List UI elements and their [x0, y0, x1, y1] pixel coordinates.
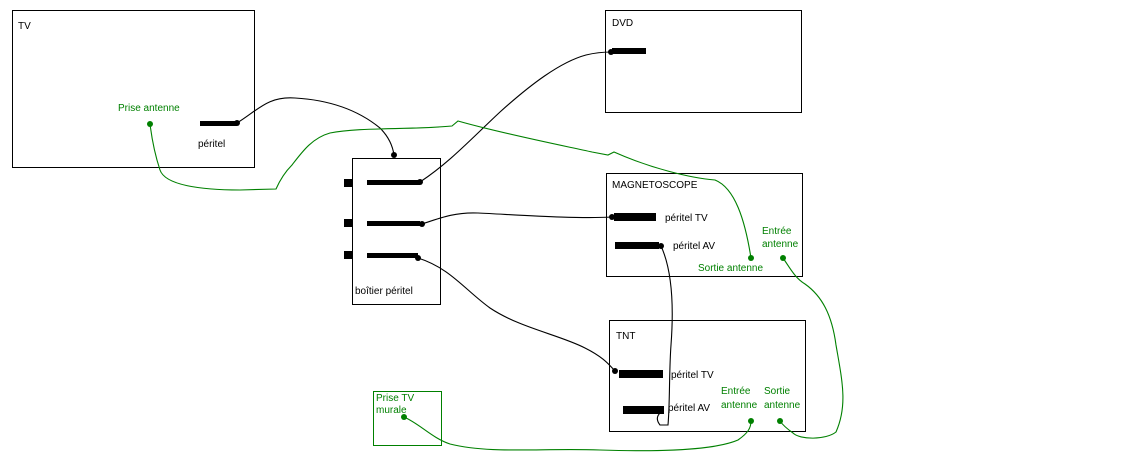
vcr-device: MAGNETOSCOPE péritel TV péritel AV Entré…	[606, 173, 803, 277]
tv-title: TV	[18, 21, 31, 32]
cable-vcr-av-end	[658, 243, 664, 249]
tnt-device: TNT péritel TV péritel AV Entrée antenne…	[609, 320, 806, 432]
scart-box-input-3[interactable]	[344, 251, 352, 259]
vcr-title: MAGNETOSCOPE	[612, 180, 698, 191]
scart-box-device: boîtier péritel	[344, 158, 441, 305]
vcr-antenna-out-label: Sortie antenne	[698, 263, 763, 274]
antenna-tv-to-vcr	[149, 120, 752, 259]
vcr-scart-av-connector[interactable]	[615, 242, 659, 249]
tnt-scart-av-connector[interactable]	[623, 406, 664, 414]
tnt-scart-tv-label: péritel TV	[671, 370, 714, 381]
cable-vcr-box-end	[419, 221, 425, 227]
cable-scart-box-to-tnt	[417, 257, 616, 372]
cable-scart-box-to-dvd	[419, 51, 613, 183]
vcr-box	[606, 173, 803, 277]
vcr-antenna-in-label-1: Entrée	[762, 226, 792, 237]
antenna-wall-to-tnt	[403, 416, 752, 452]
vcr-scart-tv-connector[interactable]	[614, 213, 656, 221]
cable-dvd-end	[608, 49, 614, 55]
antenna-cables	[149, 120, 844, 452]
dvd-box	[605, 10, 802, 113]
cable-scart-box-top-end	[391, 152, 397, 158]
cable-tnt-end	[612, 368, 618, 374]
tnt-title: TNT	[616, 331, 635, 342]
tnt-antenna-out-label-2: antenne	[764, 400, 801, 411]
tv-device: TV Prise antenne péritel	[12, 10, 255, 168]
dvd-title: DVD	[612, 18, 633, 29]
cable-tv-end	[234, 120, 240, 126]
scart-box-title: boîtier péritel	[355, 286, 413, 297]
vcr-antenna-in-label-2: antenne	[762, 239, 799, 250]
tv-antenna-label: Prise antenne	[118, 103, 180, 114]
scart-box-input-2[interactable]	[344, 219, 352, 227]
dvd-scart-connector[interactable]	[612, 48, 646, 54]
tnt-scart-tv-connector[interactable]	[619, 370, 663, 378]
scart-box-output-3[interactable]	[367, 253, 418, 258]
scart-cables	[234, 49, 673, 426]
tv-scart-label: péritel	[198, 139, 225, 150]
scart-box-input-1[interactable]	[344, 179, 352, 187]
vcr-scart-tv-label: péritel TV	[665, 213, 708, 224]
cable-dvd-box-end	[417, 179, 423, 185]
vcr-scart-av-label: péritel AV	[673, 241, 715, 252]
dvd-device: DVD	[605, 10, 802, 113]
wall-socket-label-2: murale	[376, 405, 407, 416]
antenna-vcr-to-tnt	[779, 257, 844, 439]
scart-box-output-1[interactable]	[367, 180, 420, 185]
tnt-antenna-out-label-1: Sortie	[764, 386, 791, 397]
tnt-antenna-in-label-1: Entrée	[721, 386, 751, 397]
tnt-scart-av-label: péritel AV	[668, 403, 710, 414]
cable-vcr-end	[609, 214, 615, 220]
wall-socket-label-1: Prise TV	[376, 393, 414, 404]
cable-vcr-av-to-tnt-av	[656, 245, 673, 426]
tv-box	[12, 10, 255, 168]
cable-scart-box-to-vcr	[421, 212, 613, 225]
tv-scart-connector[interactable]	[200, 121, 237, 126]
scart-box-output-2[interactable]	[367, 221, 420, 226]
cable-tnt-box-end	[415, 255, 421, 261]
cable-tv-to-scart-box	[236, 97, 395, 156]
tnt-antenna-in-label-2: antenne	[721, 400, 758, 411]
